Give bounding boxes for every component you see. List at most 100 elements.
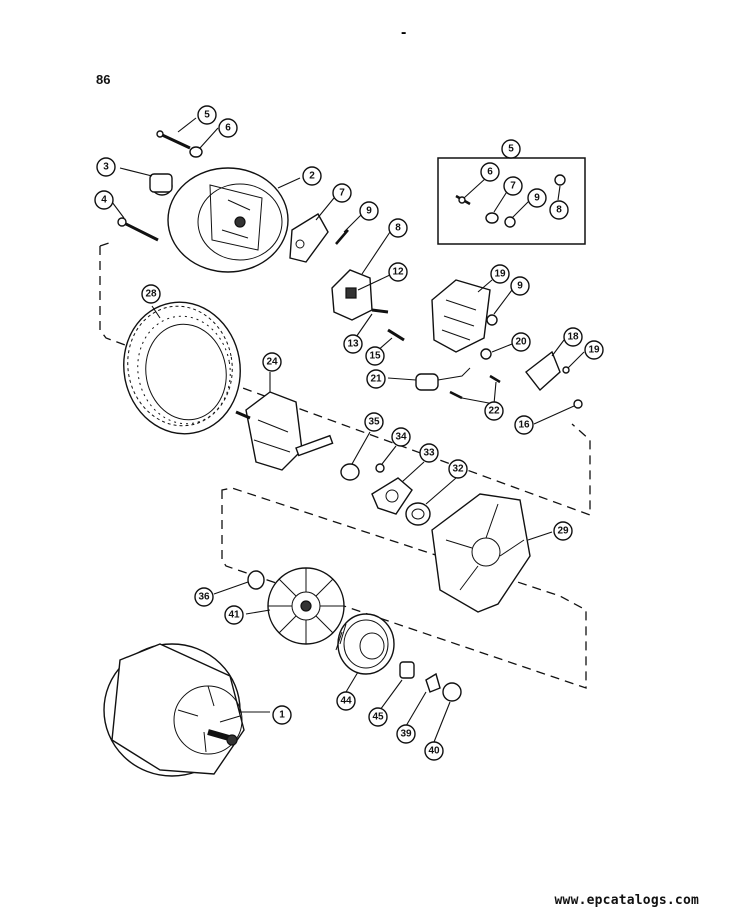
callout-46[interactable]: 45 [368,707,388,727]
kit-callout-9[interactable]: 9 [527,188,547,208]
pulley-part [335,613,395,675]
callout-21[interactable]: 20 [511,332,531,352]
svg-text:8: 8 [395,223,401,234]
svg-text:13: 13 [347,339,359,350]
svg-text:35: 35 [368,417,380,428]
screw-35-part [375,463,385,473]
callout-33[interactable]: 32 [448,459,468,479]
page-number: 86 [96,72,111,87]
svg-text:34: 34 [395,432,407,443]
svg-text:19: 19 [494,269,506,280]
screw-16-part [371,308,389,314]
screw-17-part [387,328,405,342]
svg-text:12: 12 [392,267,404,278]
callout-39[interactable]: 36 [194,587,214,607]
callout-28[interactable]: 24 [262,352,282,372]
callout-5[interactable]: 5 [501,139,521,159]
svg-text:41: 41 [228,610,240,621]
part-21 [480,348,492,360]
svg-text:28: 28 [145,289,157,300]
callout-36[interactable]: 35 [364,412,384,432]
regulator-part [525,350,561,392]
screw-24b-part [489,374,501,384]
dashed-group-outline-lower [221,487,587,689]
svg-text:19: 19 [588,345,600,356]
callout-29[interactable]: 28 [141,284,161,304]
svg-text:7: 7 [510,181,516,192]
callout-12[interactable]: 8 [388,218,408,238]
svg-text:3: 3 [103,162,109,173]
callout-6[interactable]: 5 [197,105,217,125]
screw-part [156,130,203,158]
callout-35[interactable]: 34 [391,427,411,447]
fan-part [267,567,345,645]
svg-text:9: 9 [517,281,523,292]
washer-40-part [425,672,441,693]
brush-holder-part [331,269,373,321]
rotor-part [235,391,334,471]
svg-text:24: 24 [266,357,278,368]
svg-text:8: 8 [556,205,562,216]
svg-text:2: 2 [309,171,315,182]
nut-16b-part [573,399,583,409]
callout-41[interactable]: 40 [424,741,444,761]
callout-18[interactable]: 18 [563,327,583,347]
stator-part [123,301,241,435]
kit-callout-7[interactable]: 7 [503,176,523,196]
callout-3[interactable]: 3 [96,157,116,177]
spacer-39-part [247,570,265,590]
callout-32[interactable]: 29 [553,521,573,541]
dashed-group-outline-upper-top [99,241,113,247]
svg-text:22: 22 [488,406,500,417]
leader-lines [111,117,585,743]
callout-34[interactable]: 33 [419,443,439,463]
kit-callout-6[interactable]: 6 [480,162,500,182]
callout-45[interactable]: 44 [336,691,356,711]
watermark-text: www.epcatalogs.com [554,893,699,908]
bearing-36-part [340,463,360,481]
svg-text:20: 20 [515,337,527,348]
end-frame-part [167,167,289,273]
svg-text:21: 21 [370,374,382,385]
callout-11[interactable]: 7 [332,183,352,203]
svg-text:32: 32 [452,464,464,475]
top-mark: - [401,24,407,41]
kit-callout-8[interactable]: 8 [549,200,569,220]
washer-19-part [562,366,570,374]
nut-41-part [442,682,462,702]
callout-15[interactable]: 9 [359,201,379,221]
svg-text:9: 9 [534,193,540,204]
callout-2[interactable]: 2 [302,166,322,186]
svg-text:40: 40 [428,746,440,757]
callout-1[interactable]: 1 [272,705,292,725]
callout-24[interactable]: 22 [484,401,504,421]
svg-text:5: 5 [204,110,210,121]
sleeve-46-part [399,661,415,679]
bushing-part [149,173,173,196]
callout-16[interactable]: 13 [343,334,363,354]
callout-19[interactable]: 19 [584,340,604,360]
svg-text:36: 36 [198,592,210,603]
drive-end-frame-part [431,493,531,613]
nut-9-part [486,314,498,326]
svg-text:7: 7 [339,188,345,199]
svg-text:15: 15 [369,351,381,362]
callout-17[interactable]: 15 [365,346,385,366]
bracket-part [289,213,329,263]
callout-20[interactable]: 19 [490,264,510,284]
callout-13[interactable]: 12 [388,262,408,282]
svg-text:6: 6 [487,167,493,178]
bearing-33-part [405,502,431,526]
callout-9[interactable]: 9 [510,276,530,296]
svg-text:45: 45 [372,712,384,723]
rectifier-part [431,279,491,353]
callout-40[interactable]: 39 [396,724,416,744]
callout-44[interactable]: 41 [224,605,244,625]
svg-text:9: 9 [366,206,372,217]
callout-16b[interactable]: 16 [514,415,534,435]
kit-contents [455,174,566,228]
callout-4[interactable]: 4 [94,190,114,210]
callout-7[interactable]: 6 [218,118,238,138]
callout-22[interactable]: 21 [366,369,386,389]
